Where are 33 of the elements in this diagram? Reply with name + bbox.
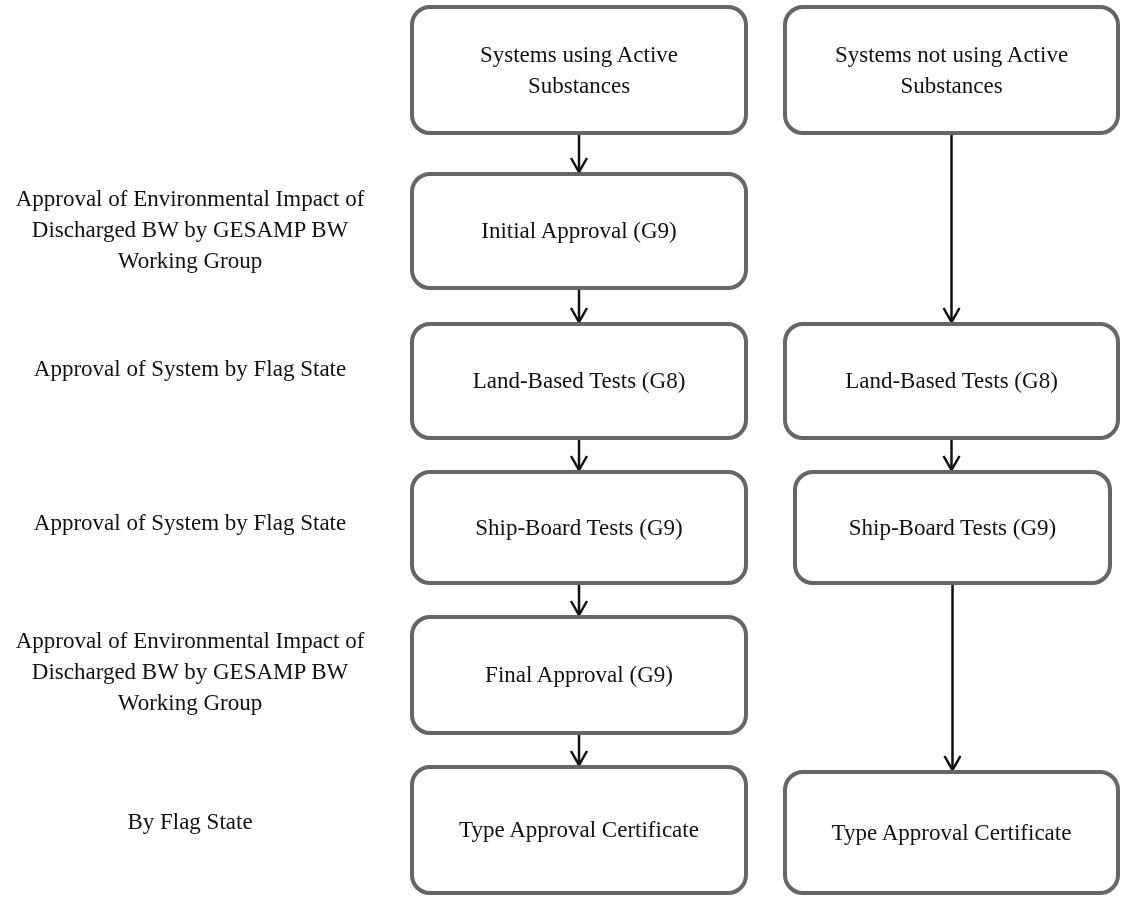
stage-label: By Flag State	[126, 808, 254, 836]
stage-label: Approval of System by Flag State	[32, 509, 348, 537]
process-box	[410, 5, 748, 135]
box-text: Land-Based Tests (G8)	[472, 367, 686, 396]
process-box	[410, 322, 748, 440]
arrow	[943, 585, 962, 772]
box-text: Systems using Active Substances	[478, 40, 680, 100]
arrow	[569, 735, 589, 767]
process-box	[783, 770, 1120, 895]
box-text: Type Approval Certificate	[459, 816, 699, 845]
process-box	[783, 322, 1120, 440]
box-text: Type Approval Certificate	[831, 818, 1072, 847]
stage-label: Approval of Environmental Impact of Discharged BW by GESAMP BW Working Group	[14, 185, 366, 276]
box-text: Final Approval (G9)	[485, 661, 673, 690]
arrow	[569, 135, 589, 174]
arrow	[942, 440, 961, 472]
box-text: Systems not using Active Substances	[833, 40, 1070, 100]
arrow	[942, 135, 961, 324]
box-text: Land-Based Tests (G8)	[845, 367, 1058, 396]
process-box	[410, 615, 748, 735]
process-box	[793, 470, 1112, 585]
stage-label: Approval of System by Flag State	[32, 355, 348, 383]
arrow	[569, 290, 589, 324]
process-box	[410, 765, 748, 895]
process-box	[410, 172, 748, 290]
arrow	[569, 585, 589, 617]
process-box	[410, 470, 748, 585]
box-text: Initial Approval (G9)	[481, 217, 677, 246]
arrow	[569, 440, 589, 472]
box-text: Ship-Board Tests (G9)	[475, 513, 683, 542]
stage-label: Approval of Environmental Impact of Discharged BW by GESAMP BW Working Group	[14, 627, 366, 718]
box-text: Ship-Board Tests (G9)	[848, 513, 1057, 542]
process-box	[783, 5, 1120, 135]
